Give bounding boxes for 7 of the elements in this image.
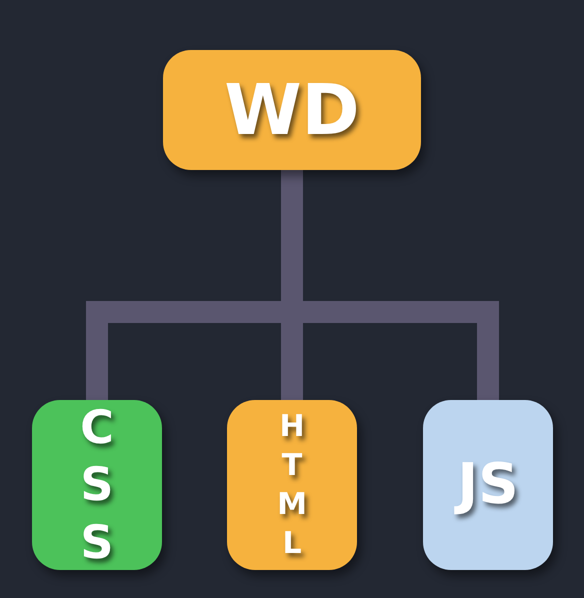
node-label: WD bbox=[224, 75, 360, 145]
rounded-box bbox=[163, 50, 421, 170]
rounded-box bbox=[32, 400, 162, 570]
node-label: HTML bbox=[277, 408, 307, 563]
node-label: CSS bbox=[79, 398, 115, 571]
rounded-box bbox=[227, 400, 357, 570]
rounded-box bbox=[423, 400, 553, 570]
